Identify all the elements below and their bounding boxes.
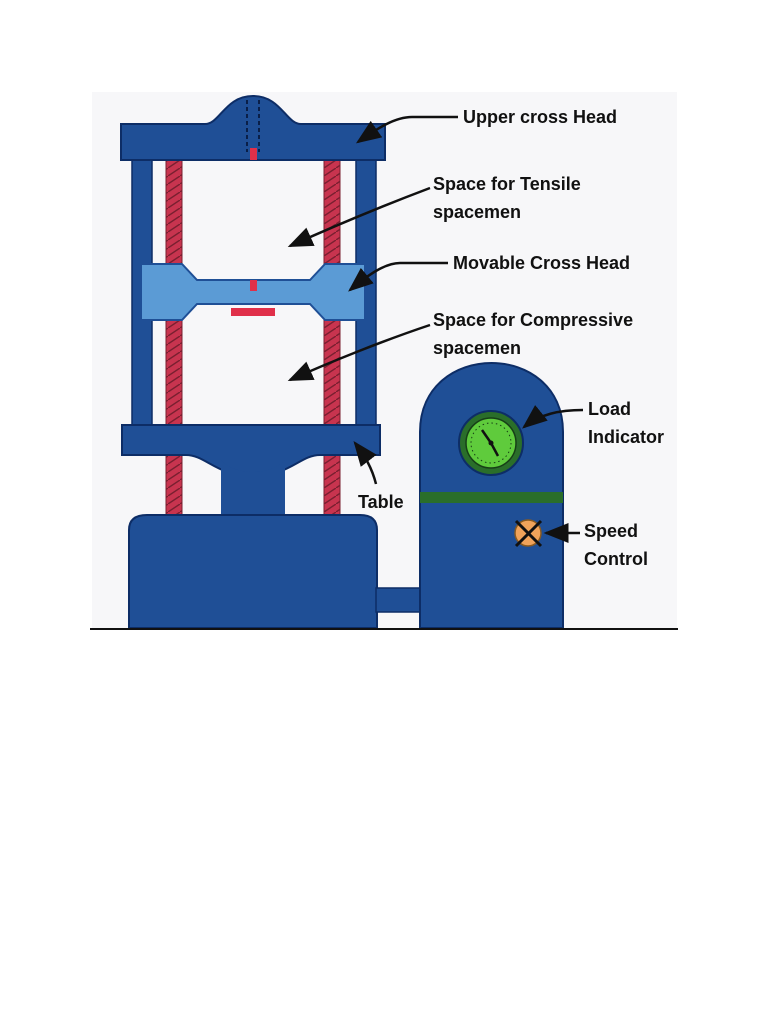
label-upper-cross-head: Upper cross Head: [463, 107, 618, 127]
lower-grip-plate: [231, 308, 275, 316]
label-load-indicator-line2: Indicator: [588, 427, 665, 447]
arrow-compressive-space: [287, 323, 431, 382]
load-indicator-gauge: [458, 410, 524, 476]
label-movable-cross-head: Movable Cross Head: [453, 253, 631, 273]
machine-base: [128, 514, 378, 629]
arrow-upper-cross-head: [355, 115, 458, 144]
right-lead-screw: [323, 157, 341, 516]
arrow-load-indicator: [522, 405, 584, 429]
label-speed-control-line2: Control: [584, 549, 648, 569]
movable-cross-head: [140, 263, 366, 321]
table-support: [221, 460, 285, 515]
speed-control-knob: [514, 519, 543, 548]
connecting-pipe: [375, 587, 423, 613]
label-compressive-space-line1: Space for Compressive: [433, 310, 634, 330]
control-band: [420, 492, 563, 503]
upper-cross-head: [120, 94, 386, 161]
label-table: Table: [358, 492, 404, 512]
label-tensile-space-line1: Space for Tensile: [433, 174, 581, 194]
label-speed-control-line1: Speed: [584, 521, 639, 541]
label-tensile-space-line2: spacemen: [433, 202, 522, 222]
left-lead-screw: [165, 157, 183, 516]
arrow-table: [353, 441, 378, 485]
label-compressive-space-line2: spacemen: [433, 338, 522, 358]
arrow-movable-cross-head: [348, 261, 448, 292]
mid-grip: [250, 280, 257, 291]
upper-grip: [250, 148, 257, 160]
arrow-tensile-space: [287, 186, 431, 248]
label-load-indicator-line1: Load: [588, 399, 631, 419]
